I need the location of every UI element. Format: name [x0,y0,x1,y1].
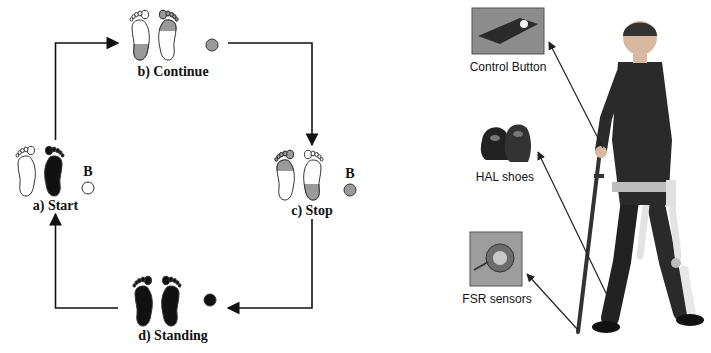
standing-feet [133,276,181,326]
leader-arrows [527,42,618,330]
button-indicator [82,182,94,194]
state-label: c) Stop [262,203,362,219]
state-transition-arrow [56,214,119,308]
state-node: d) Standing [118,272,228,344]
button-indicator [206,39,218,51]
callout-label: FSR sensors [462,292,531,306]
fsr-sensors-photo [470,232,522,286]
button-label: B [345,166,354,182]
state-transition-arrow [228,219,312,308]
callout-label: HAL shoes [476,170,534,184]
button-indicator [204,294,216,306]
state-label: d) Standing [118,328,228,344]
control-button-photo [472,8,544,54]
hal-shoes-photo [481,125,531,162]
state-transition-arrow [56,43,119,140]
state-node: c) Stop [262,145,362,219]
button-indicator [344,184,356,196]
button-label: B [83,164,92,180]
stop-feet [275,150,323,200]
state-label: a) Start [8,198,103,214]
state-node: b) Continue [118,6,228,80]
continue-feet [130,10,178,60]
state-label: b) Continue [118,64,228,80]
state-transition-arrow [228,43,312,145]
start-feet [16,146,64,196]
callout-label: Control Button [470,60,547,74]
person-with-exoskeleton [578,21,704,333]
